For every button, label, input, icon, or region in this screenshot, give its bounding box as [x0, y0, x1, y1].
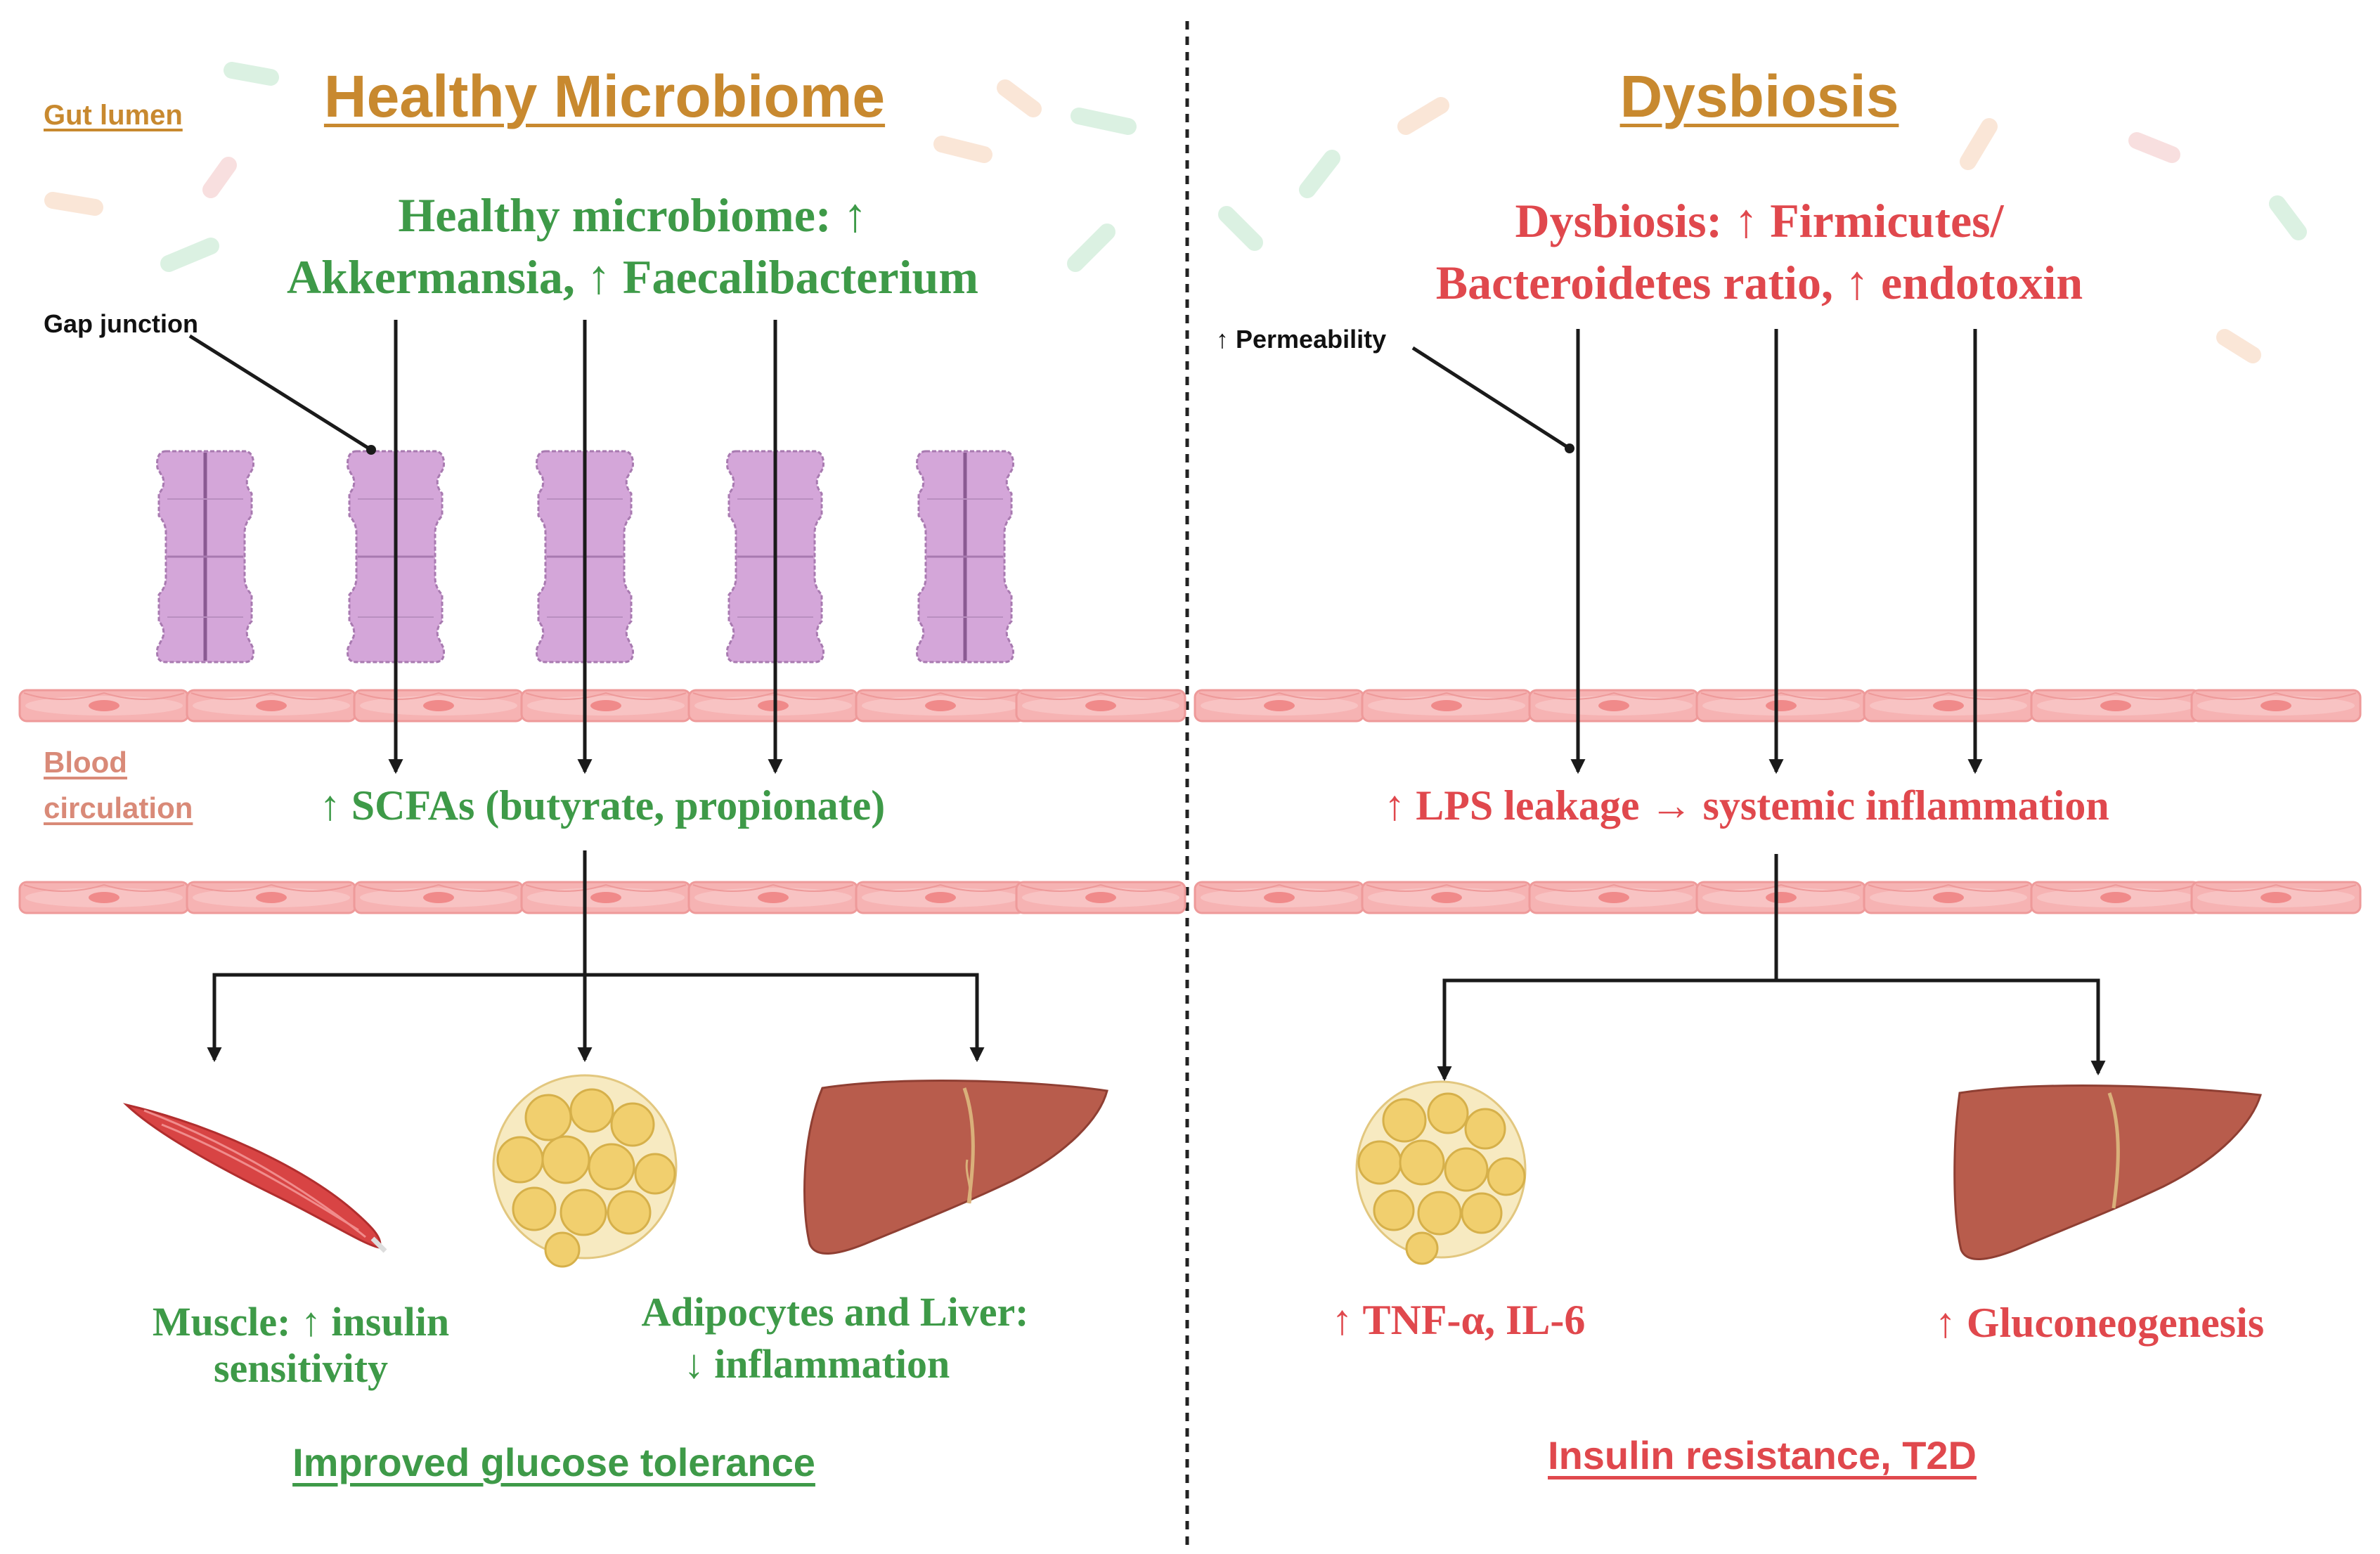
dysbiosis-composition-line2: Bacteroidetes ratio, ↑ endotoxin — [1435, 256, 2083, 309]
gap-junction-label: Gap junction — [44, 309, 198, 338]
dysbiosis-composition-line1: Dysbiosis: ↑ Firmicutes/ — [1515, 194, 2004, 247]
muscle-icon — [122, 1103, 387, 1253]
healthy-outcome: Improved glucose tolerance — [292, 1440, 815, 1484]
muscle-effect-line1: Muscle: ↑ insulin — [152, 1299, 450, 1345]
lps-label: ↑ LPS leakage → systemic inflammation — [1384, 782, 2109, 829]
healthy-arrows — [188, 320, 985, 1063]
gap-junction-pointer — [366, 445, 376, 455]
dysbiosis-outcome: Insulin resistance, T2D — [1548, 1433, 1977, 1477]
bacteria-icon — [44, 62, 2307, 363]
healthy-composition-line2: Akkermansia, ↑ Faecalibacterium — [287, 250, 978, 304]
adipocyte-icon — [1355, 1080, 1527, 1265]
muscle-effect-line2: sensitivity — [213, 1345, 389, 1391]
adipo-liver-effect-line2: ↓ inflammation — [683, 1341, 950, 1387]
adipo-liver-effect-line1: Adipocytes and Liver: — [641, 1289, 1029, 1335]
healthy-panel-heading: Healthy Microbiome — [323, 63, 886, 129]
blood-circulation-label: Blood circulation — [44, 739, 193, 831]
healthy-composition-line1: Healthy microbiome: ↑ — [398, 188, 867, 242]
dysbiosis-panel-heading: Dysbiosis — [1619, 63, 1899, 129]
liver-icon — [803, 1080, 1108, 1255]
cytokine-effect: ↑ TNF-α, IL-6 — [1331, 1297, 1586, 1343]
scfa-label: ↑ SCFAs (butyrate, propionate) — [319, 782, 886, 829]
dysbiosis-arrows — [1411, 329, 2106, 1082]
blood-label-line2: circulation — [44, 791, 193, 825]
liver-icon — [1953, 1084, 2262, 1260]
permeability-label: ↑ Permeability — [1216, 325, 1387, 354]
adipocyte-icon — [492, 1074, 678, 1268]
permeability-pointer — [1565, 443, 1574, 453]
blood-label-line1: Blood — [44, 746, 127, 779]
gluconeogenesis-effect: ↑ Gluconeogenesis — [1934, 1300, 2265, 1346]
gut-lumen-label: Gut lumen — [44, 100, 183, 131]
